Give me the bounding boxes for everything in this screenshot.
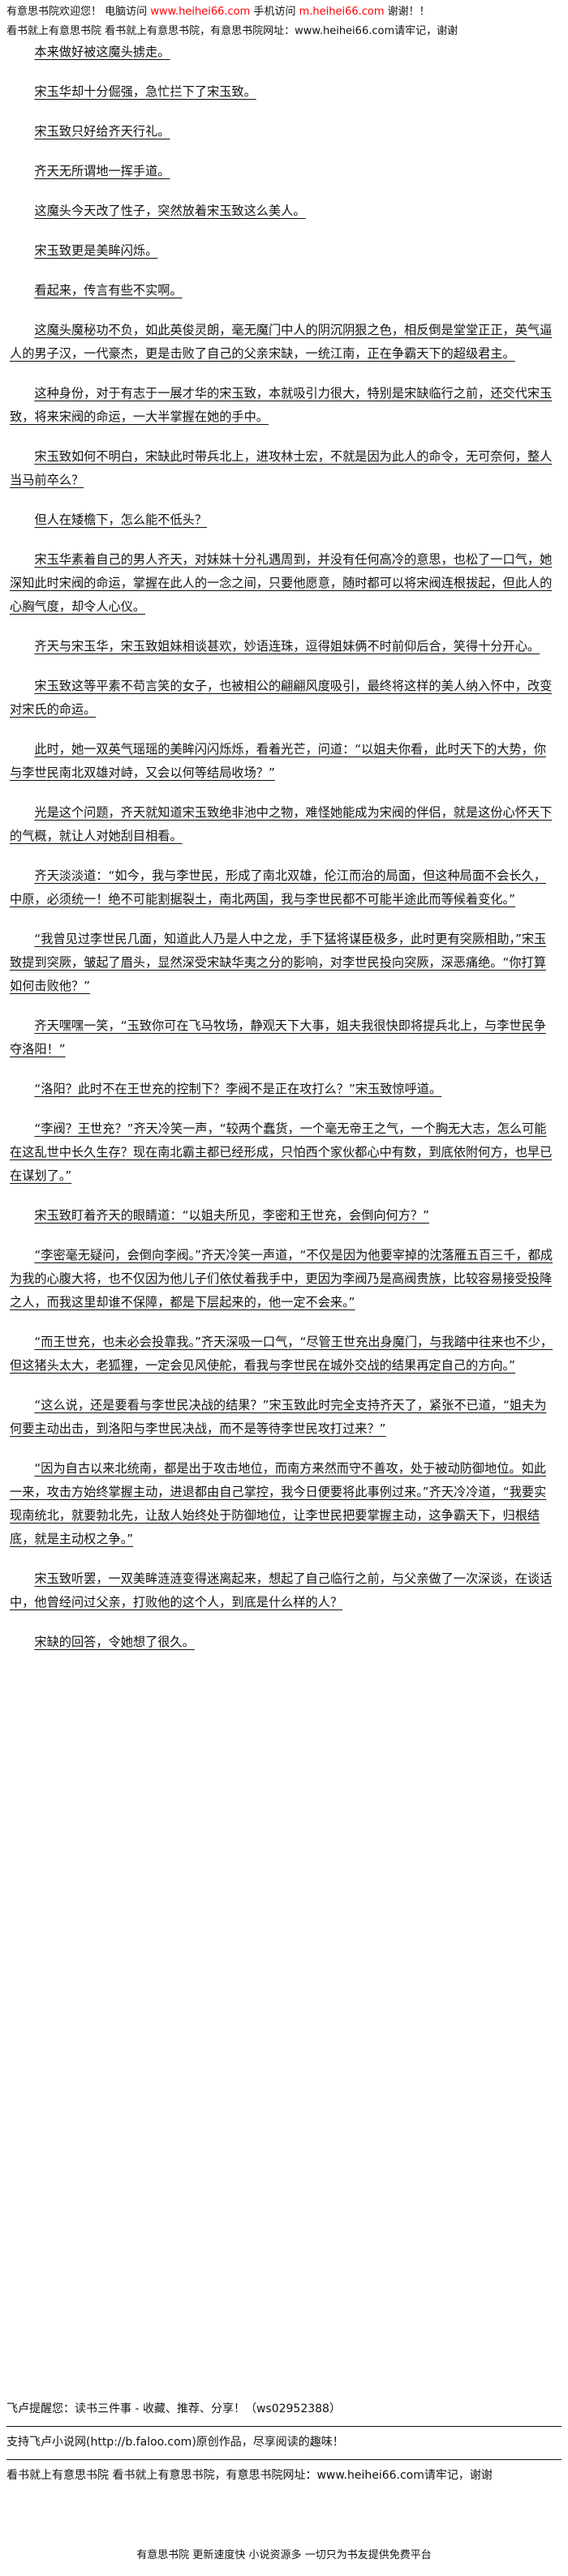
paragraph: 这种身份，对于有志于一展才华的宋玉致，本就吸引力很大，特别是宋缺临行之前，还交代…	[10, 386, 553, 424]
paragraph: 齐天与宋玉华，宋玉致姐妹相谈甚欢，妙语连珠，逗得姐妹俩不时前仰后合，笑得十分开心…	[34, 639, 540, 654]
site-welcome: 有意思书院欢迎您！	[6, 6, 102, 18]
mobile-access-link[interactable]: m.heihei66.com	[299, 6, 385, 18]
reader-tip: 飞卢提醒您：读书三件事 - 收藏、推荐、分享！（ws02952388）	[6, 2402, 341, 2415]
site-header-line1: 有意思书院欢迎您！ 电脑访问 www.heihei66.com 手机访问 m.h…	[0, 0, 568, 19]
paragraph: 此时，她一双英气瑶瑶的美眸闪闪烁烁，看着光芒，问道：“以姐夫你看，此时天下的大势…	[10, 742, 546, 780]
paragraph: “李密毫无疑问，会倒向李阀。”齐天冷笑一声道，“不仅是因为他要宰掉的沈落雁五百三…	[10, 1248, 553, 1309]
paragraph: 齐天嘿嘿一笑，“玉致你可在飞马牧场，静观天下大事，姐夫我很快即将提兵北上，与李世…	[10, 1018, 546, 1057]
paragraph: “洛阳？此时不在王世充的控制下？李阀不是正在攻打么？”宋玉致惊呼道。	[34, 1082, 442, 1096]
paragraph: 这魔头今天改了性子，突然放着宋玉致这么美人。	[34, 204, 306, 218]
paragraph: 光是这个问题，齐天就知道宋玉致绝非池中之物，难怪她能成为宋阀的伴侣，就是这份心怀…	[10, 805, 553, 843]
paragraph: 看起来，传言有些不实啊。	[34, 283, 183, 298]
paragraph: “而王世充，也未必会投靠我。”齐天深吸一口气，“尽管王世充出身魔门，与我踏中往来…	[10, 1335, 553, 1373]
site-header-line2: 看书就上有意思书院 看书就上有意思书院，有意思书院网址：www.heihei66…	[6, 25, 458, 37]
paragraph: “因为自古以来北统南，都是出于攻击地位，而南方来然而守不善攻，处于被动防御地位。…	[10, 1461, 547, 1546]
paragraph: 宋玉华却十分倔强，急忙拦下了宋玉致。	[34, 84, 256, 99]
paragraph: 齐天淡淡道：“如今，我与李世民，形成了南北双雄，伦江而治的局面，但这种局面不会长…	[10, 868, 546, 907]
divider	[6, 2459, 562, 2460]
thanks-text: 谢谢！！	[387, 6, 430, 18]
paragraph: 宋玉致如何不明白，宋缺此时带兵北上，进攻林士宏，不就是因为此人的命令，无可奈何，…	[10, 449, 553, 487]
paragraph: 宋玉华素着自己的男人齐天，对妹妹十分礼遇周到，并没有任何高冷的意思，也松了一口气…	[10, 552, 553, 614]
paragraph: “这么说，还是要看与李世民决战的结果？”宋玉致此时完全支持齐天了，紧张不已道，“…	[10, 1398, 547, 1436]
mobile-access-label: 手机访问	[253, 6, 296, 18]
pc-access-link[interactable]: www.heihei66.com	[150, 6, 251, 18]
paragraph: 本来做好被这魔头掳走。	[34, 45, 170, 59]
paragraph: 宋玉致听罢，一双美眸涟涟变得迷离起来，想起了自己临行之前，与父亲做了一次深谈，在…	[10, 1571, 553, 1609]
article-body: 本来做好被这魔头掳走。 宋玉华却十分倔强，急忙拦下了宋玉致。 宋玉致只好给齐天行…	[0, 39, 568, 1654]
paragraph: 宋玉致只好给齐天行礼。	[34, 124, 170, 139]
site-reminder: 看书就上有意思书院 看书就上有意思书院，有意思书院网址：www.heihei66…	[6, 2469, 493, 2482]
paragraph: 宋缺的回答，令她想了很久。	[34, 1635, 195, 1649]
divider	[6, 2426, 562, 2427]
footer: 飞卢提醒您：读书三件事 - 收藏、推荐、分享！（ws02952388） 支持飞卢…	[0, 2400, 568, 2492]
paragraph: “李阀？王世充？”齐天冷笑一声，“较两个蠢货，一个毫无帝王之气，一个胸无大志，怎…	[10, 1121, 553, 1183]
paragraph: 宋玉致盯着齐天的眼睛道：“以姐夫所见，李密和王世充，会倒向何方？”	[34, 1208, 429, 1223]
paragraph: 齐天无所谓地一挥手道。	[34, 164, 170, 178]
paragraph: 宋玉致更是美眸闪烁。	[34, 243, 158, 258]
site-slogan: 有意思书院 更新速度快 小说资源多 一切只为书友提供免费平台	[136, 2549, 432, 2561]
paragraph: 但人在矮檐下，怎么能不低头？	[34, 512, 208, 527]
support-link[interactable]: 支持飞卢小说网(http://b.faloo.com)原创作品，尽享阅读的趣味！	[6, 2436, 344, 2449]
paragraph: “我曾见过李世民几面，知道此人乃是人中之龙，手下猛将谋臣极多，此时更有突厥相助，…	[10, 932, 547, 993]
paragraph: 这魔头魔秘功不负，如此英俊灵朗，毫无魔门中人的阴沉阴狠之色，相反倒是堂堂正正，英…	[10, 323, 553, 361]
paragraph: 宋玉致这等平素不苟言笑的女子，也被相公的翩翩风度吸引，最终将这样的美人纳入怀中，…	[10, 679, 553, 717]
pc-access-label: 电脑访问	[105, 6, 148, 18]
